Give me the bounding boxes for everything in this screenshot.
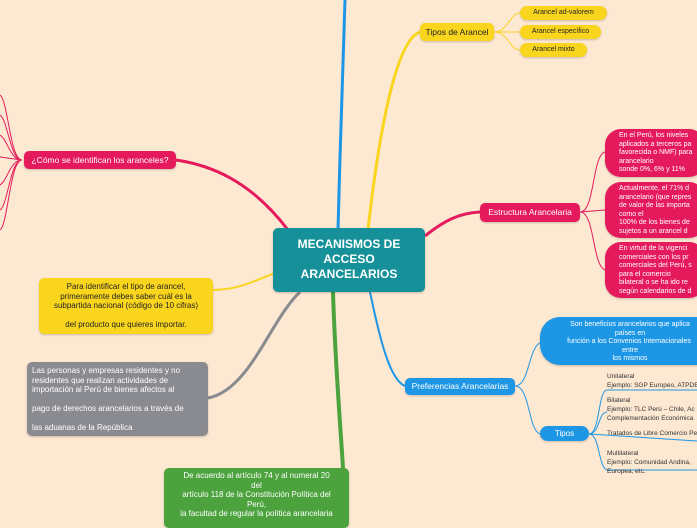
central-topic[interactable]: MECANISMOS DE ACCESO ARANCELARIOS [273,228,425,292]
tipo-unilateral[interactable]: Unilateral Ejemplo: SGP Europeo, ATPDE [607,373,697,389]
arancel-especifico-node[interactable]: Arancel específico [520,25,601,39]
como-se-identifican-node[interactable]: ¿Cómo se identifican los aranceles? [24,151,176,169]
identificar-tipo-node[interactable]: Para identificar el tipo de arancel, pri… [39,278,213,334]
estructura-item-virtud[interactable]: En virtud de la vigenci comerciales con … [605,242,697,298]
preferencias-arancelarias-node[interactable]: Preferencias Arancelarias [405,378,515,395]
preferencias-description-node[interactable]: Son beneficios arancelarios que aplica p… [540,317,697,365]
arancel-ad-valorem-node[interactable]: Arancel ad-valorem [520,6,607,20]
estructura-item-niveles[interactable]: En el Perú, los niveles aplicados a terc… [605,129,697,177]
tipo-tlc[interactable]: Tratados de Libre Comercio Pe [607,430,697,437]
tipos-node[interactable]: Tipos [540,426,589,441]
arancel-mixto-node[interactable]: Arancel mixto [520,43,587,57]
personas-empresas-node[interactable]: Las personas y empresas residentes y no … [27,362,208,436]
tipo-multilateral[interactable]: Multilateral Ejemplo: Comunidad Andina, … [607,450,691,475]
constitucion-node[interactable]: De acuerdo al artículo 74 y al numeral 2… [164,468,349,528]
estructura-item-actualmente[interactable]: Actualmente, el 71% d arancelario (que r… [605,182,697,238]
tipo-bilateral[interactable]: Bilateral Ejemplo: TLC Perú – Chile, Ac … [607,397,695,422]
estructura-arancelaria-node[interactable]: Estructura Arancelaria [480,203,580,222]
tipos-de-arancel-node[interactable]: Tipos de Arancel [420,23,494,41]
